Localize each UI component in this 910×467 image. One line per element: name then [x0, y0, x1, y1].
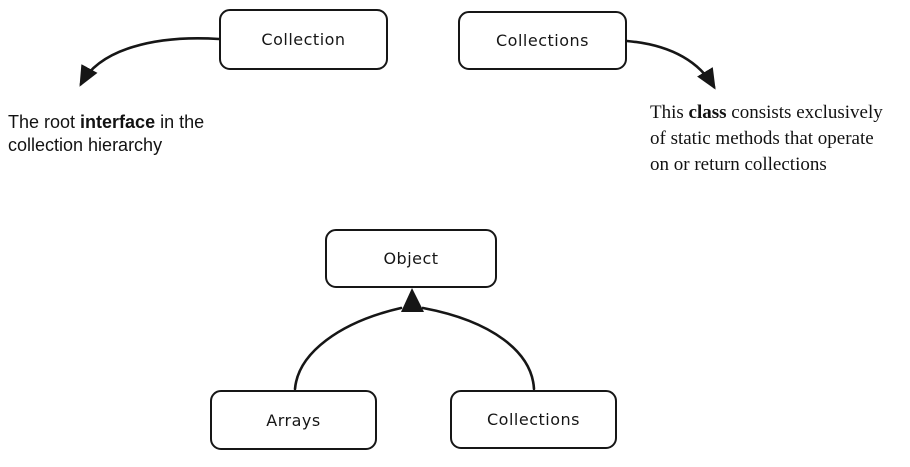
node-collection-label: Collection — [261, 30, 346, 49]
note-left-bold: interface — [80, 112, 156, 132]
note-left-pre: The root — [8, 112, 81, 132]
node-collections-top-label: Collections — [496, 31, 589, 50]
node-object-label: Object — [383, 249, 439, 268]
up-arrowhead-icon — [401, 288, 424, 312]
node-arrays: Arrays — [210, 390, 377, 450]
node-collections-bottom-label: Collections — [487, 410, 580, 429]
node-arrays-label: Arrays — [266, 410, 321, 430]
arrow-collections-to-object — [421, 306, 536, 391]
arrow-collection-to-left-note — [79, 37, 221, 87]
node-object: Object — [325, 229, 497, 288]
arrow-arrays-to-object — [293, 306, 403, 391]
arrow-collections-to-right-note — [625, 39, 716, 90]
node-collections-top: Collections — [458, 11, 627, 70]
note-right-post: consists exclusively of static methods t… — [650, 102, 883, 175]
node-collection: Collection — [219, 9, 388, 70]
note-left-post: in the collection hierarchy — [8, 112, 205, 155]
node-collections-bottom: Collections — [450, 390, 617, 449]
note-right-pre: This — [650, 102, 689, 123]
note-collection-interface: The root interface in the collection hie… — [8, 111, 204, 157]
note-collections-class: This class consists exclusively of stati… — [650, 100, 883, 178]
note-right-bold: class — [688, 102, 727, 123]
